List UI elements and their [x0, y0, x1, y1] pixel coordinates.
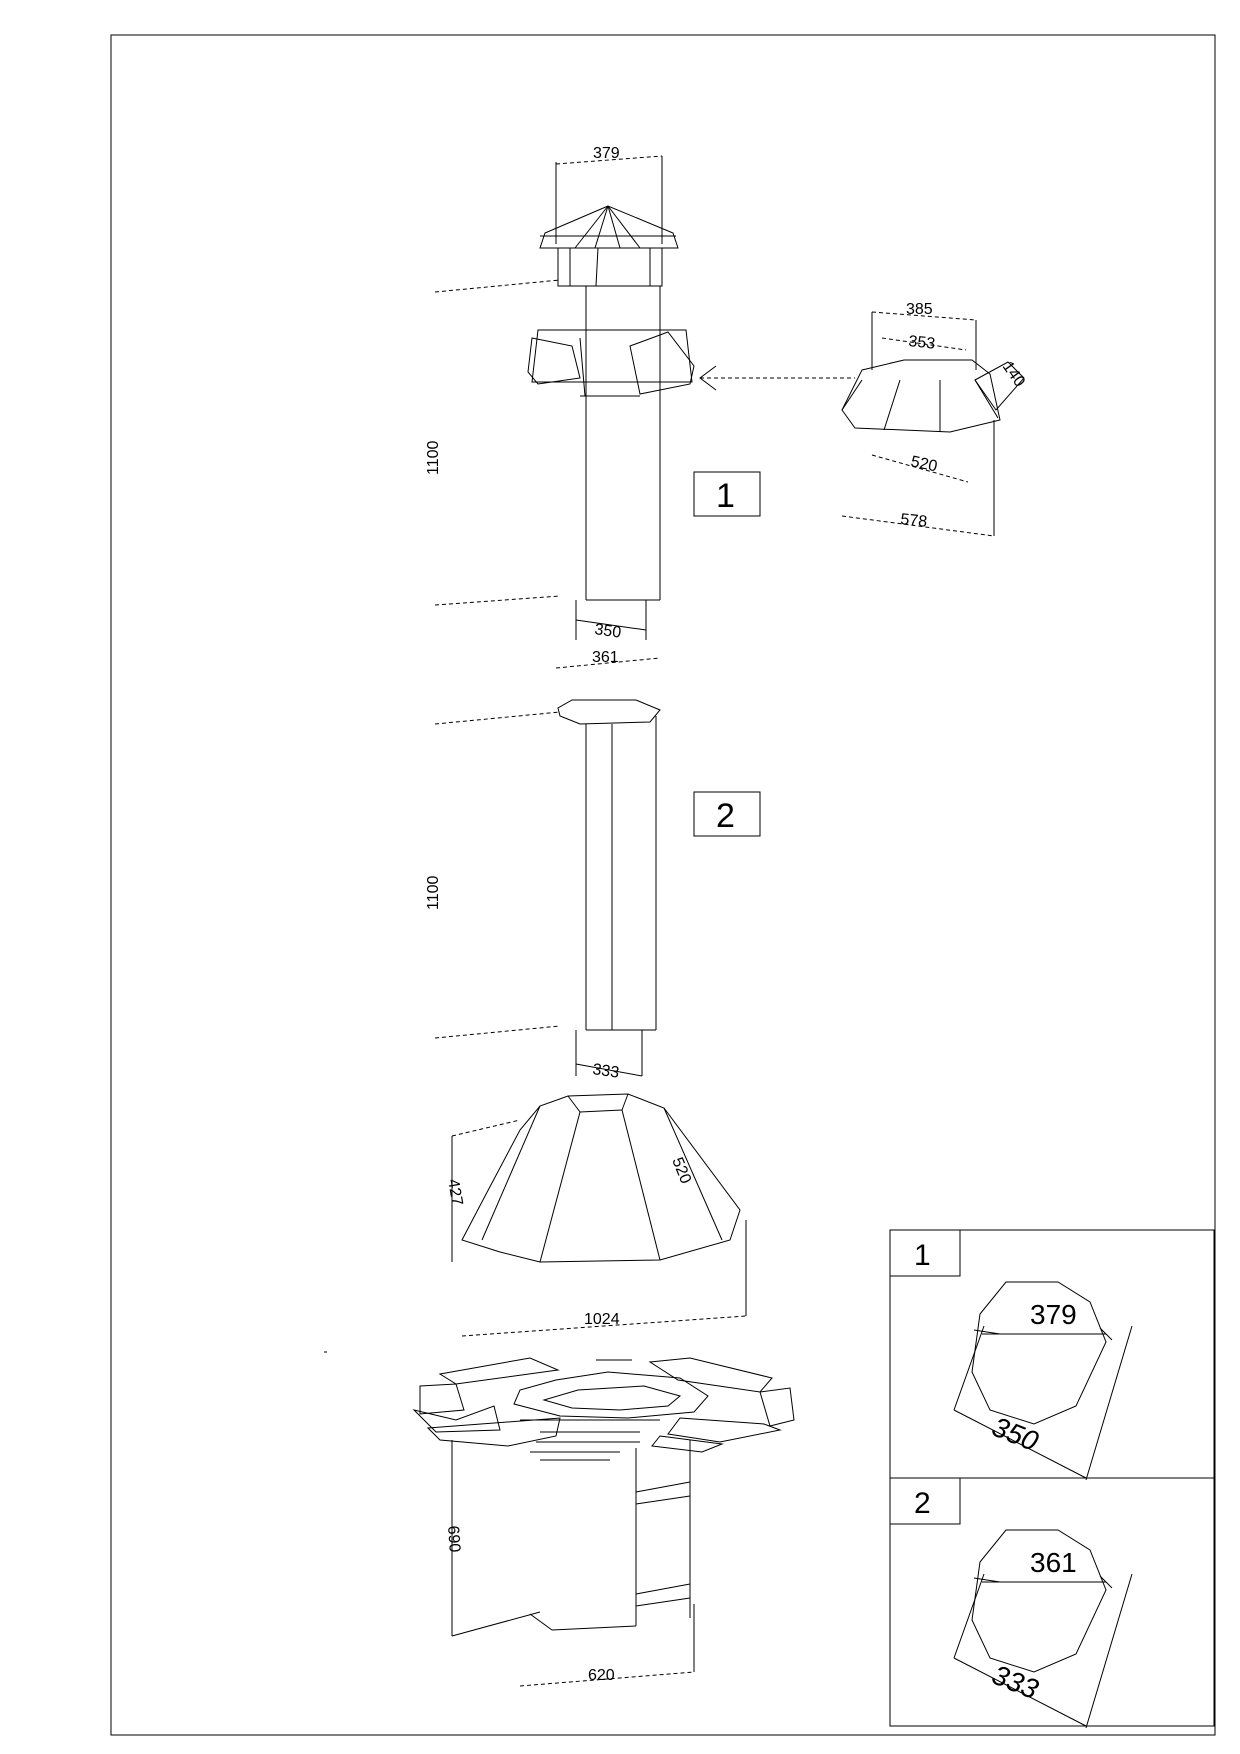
collar-depth-label: 140 — [999, 359, 1028, 391]
collar-detail: 385 353 140 520 578 — [699, 301, 1028, 537]
detail-panel-1: 1 379 350 — [889, 1229, 1215, 1481]
base-width-label: 620 — [588, 1667, 615, 1684]
part1-bottom-width-label: 350 — [593, 621, 622, 642]
part2-height-label: 1100 — [425, 875, 442, 910]
hood-slant-label: 520 — [668, 1155, 694, 1186]
hood-base-width-label: 1024 — [584, 1311, 620, 1328]
part-1-chimney: 379 1100 350 1 — [425, 145, 761, 642]
collar-slant-label: 520 — [909, 453, 939, 475]
detail1-tag-label: 1 — [914, 1239, 931, 1272]
part1-height-label: 1100 — [425, 440, 442, 475]
hood: 427 520 1024 — [444, 1093, 747, 1337]
part1-tag-label: 1 — [716, 477, 735, 515]
detail1-side-label: 350 — [988, 1411, 1043, 1457]
detail2-tag-label: 2 — [914, 1487, 931, 1520]
collar-base-label: 578 — [900, 511, 928, 531]
part2-tag-label: 2 — [716, 797, 735, 835]
detail-panel-2: 2 361 333 — [889, 1477, 1215, 1729]
part1-cap-width-label: 379 — [593, 145, 620, 162]
base-unit: 690 620 — [412, 1357, 795, 1687]
detail2-top-label: 361 — [1030, 1547, 1077, 1578]
detail2-side-label: 333 — [988, 1659, 1043, 1705]
part2-top-width-label: 361 — [592, 649, 619, 666]
drawing-frame — [110, 34, 1216, 1736]
part2-bottom-width-label: 333 — [591, 1061, 620, 1082]
collar-inner-label: 353 — [908, 333, 936, 353]
part-2-pipe: 361 1100 333 2 — [425, 649, 761, 1082]
collar-outer-label: 385 — [906, 301, 933, 318]
detail1-top-label: 379 — [1030, 1299, 1077, 1330]
hood-height-label: 427 — [444, 1178, 465, 1207]
base-height-label: 690 — [444, 1525, 463, 1553]
